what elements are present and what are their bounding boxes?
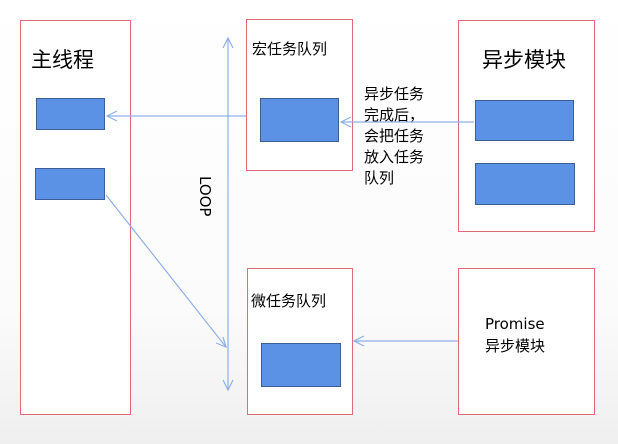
macro-task-queue-title: 宏任务队列 bbox=[252, 40, 328, 58]
promise-to-micro-arrowhead bbox=[352, 335, 365, 347]
promise-module-line2: 异步模块 bbox=[485, 337, 546, 355]
micro-task-queue-title: 微任务队列 bbox=[251, 292, 327, 310]
main-to-micro-arrow bbox=[105, 194, 227, 348]
loop-axis-arrowhead-top bbox=[222, 36, 234, 49]
async-module-title: 异步模块 bbox=[482, 48, 566, 72]
promise-module-line1: Promise bbox=[485, 315, 545, 333]
loop-axis-arrowhead-bottom bbox=[222, 379, 234, 392]
macro-task-item bbox=[260, 98, 339, 142]
micro-task-item bbox=[261, 343, 341, 387]
micro-task-queue-box bbox=[247, 268, 353, 415]
async-to-macro-arrowhead bbox=[339, 116, 352, 128]
main-thread-title: 主线程 bbox=[31, 48, 94, 72]
main-thread-box bbox=[20, 20, 131, 415]
macro-queue-note: 异步任务 完成后， 会把任务 放入任务 队列 bbox=[364, 85, 425, 187]
main-thread-task-2 bbox=[35, 168, 105, 200]
main-thread-task-1 bbox=[36, 98, 105, 130]
async-task-1 bbox=[475, 100, 574, 141]
macro-task-queue-box bbox=[246, 19, 353, 171]
async-task-2 bbox=[475, 163, 575, 205]
main-to-micro-arrowhead bbox=[215, 336, 227, 349]
promise-module-box bbox=[458, 268, 595, 415]
macro-to-main-arrowhead bbox=[105, 110, 118, 122]
